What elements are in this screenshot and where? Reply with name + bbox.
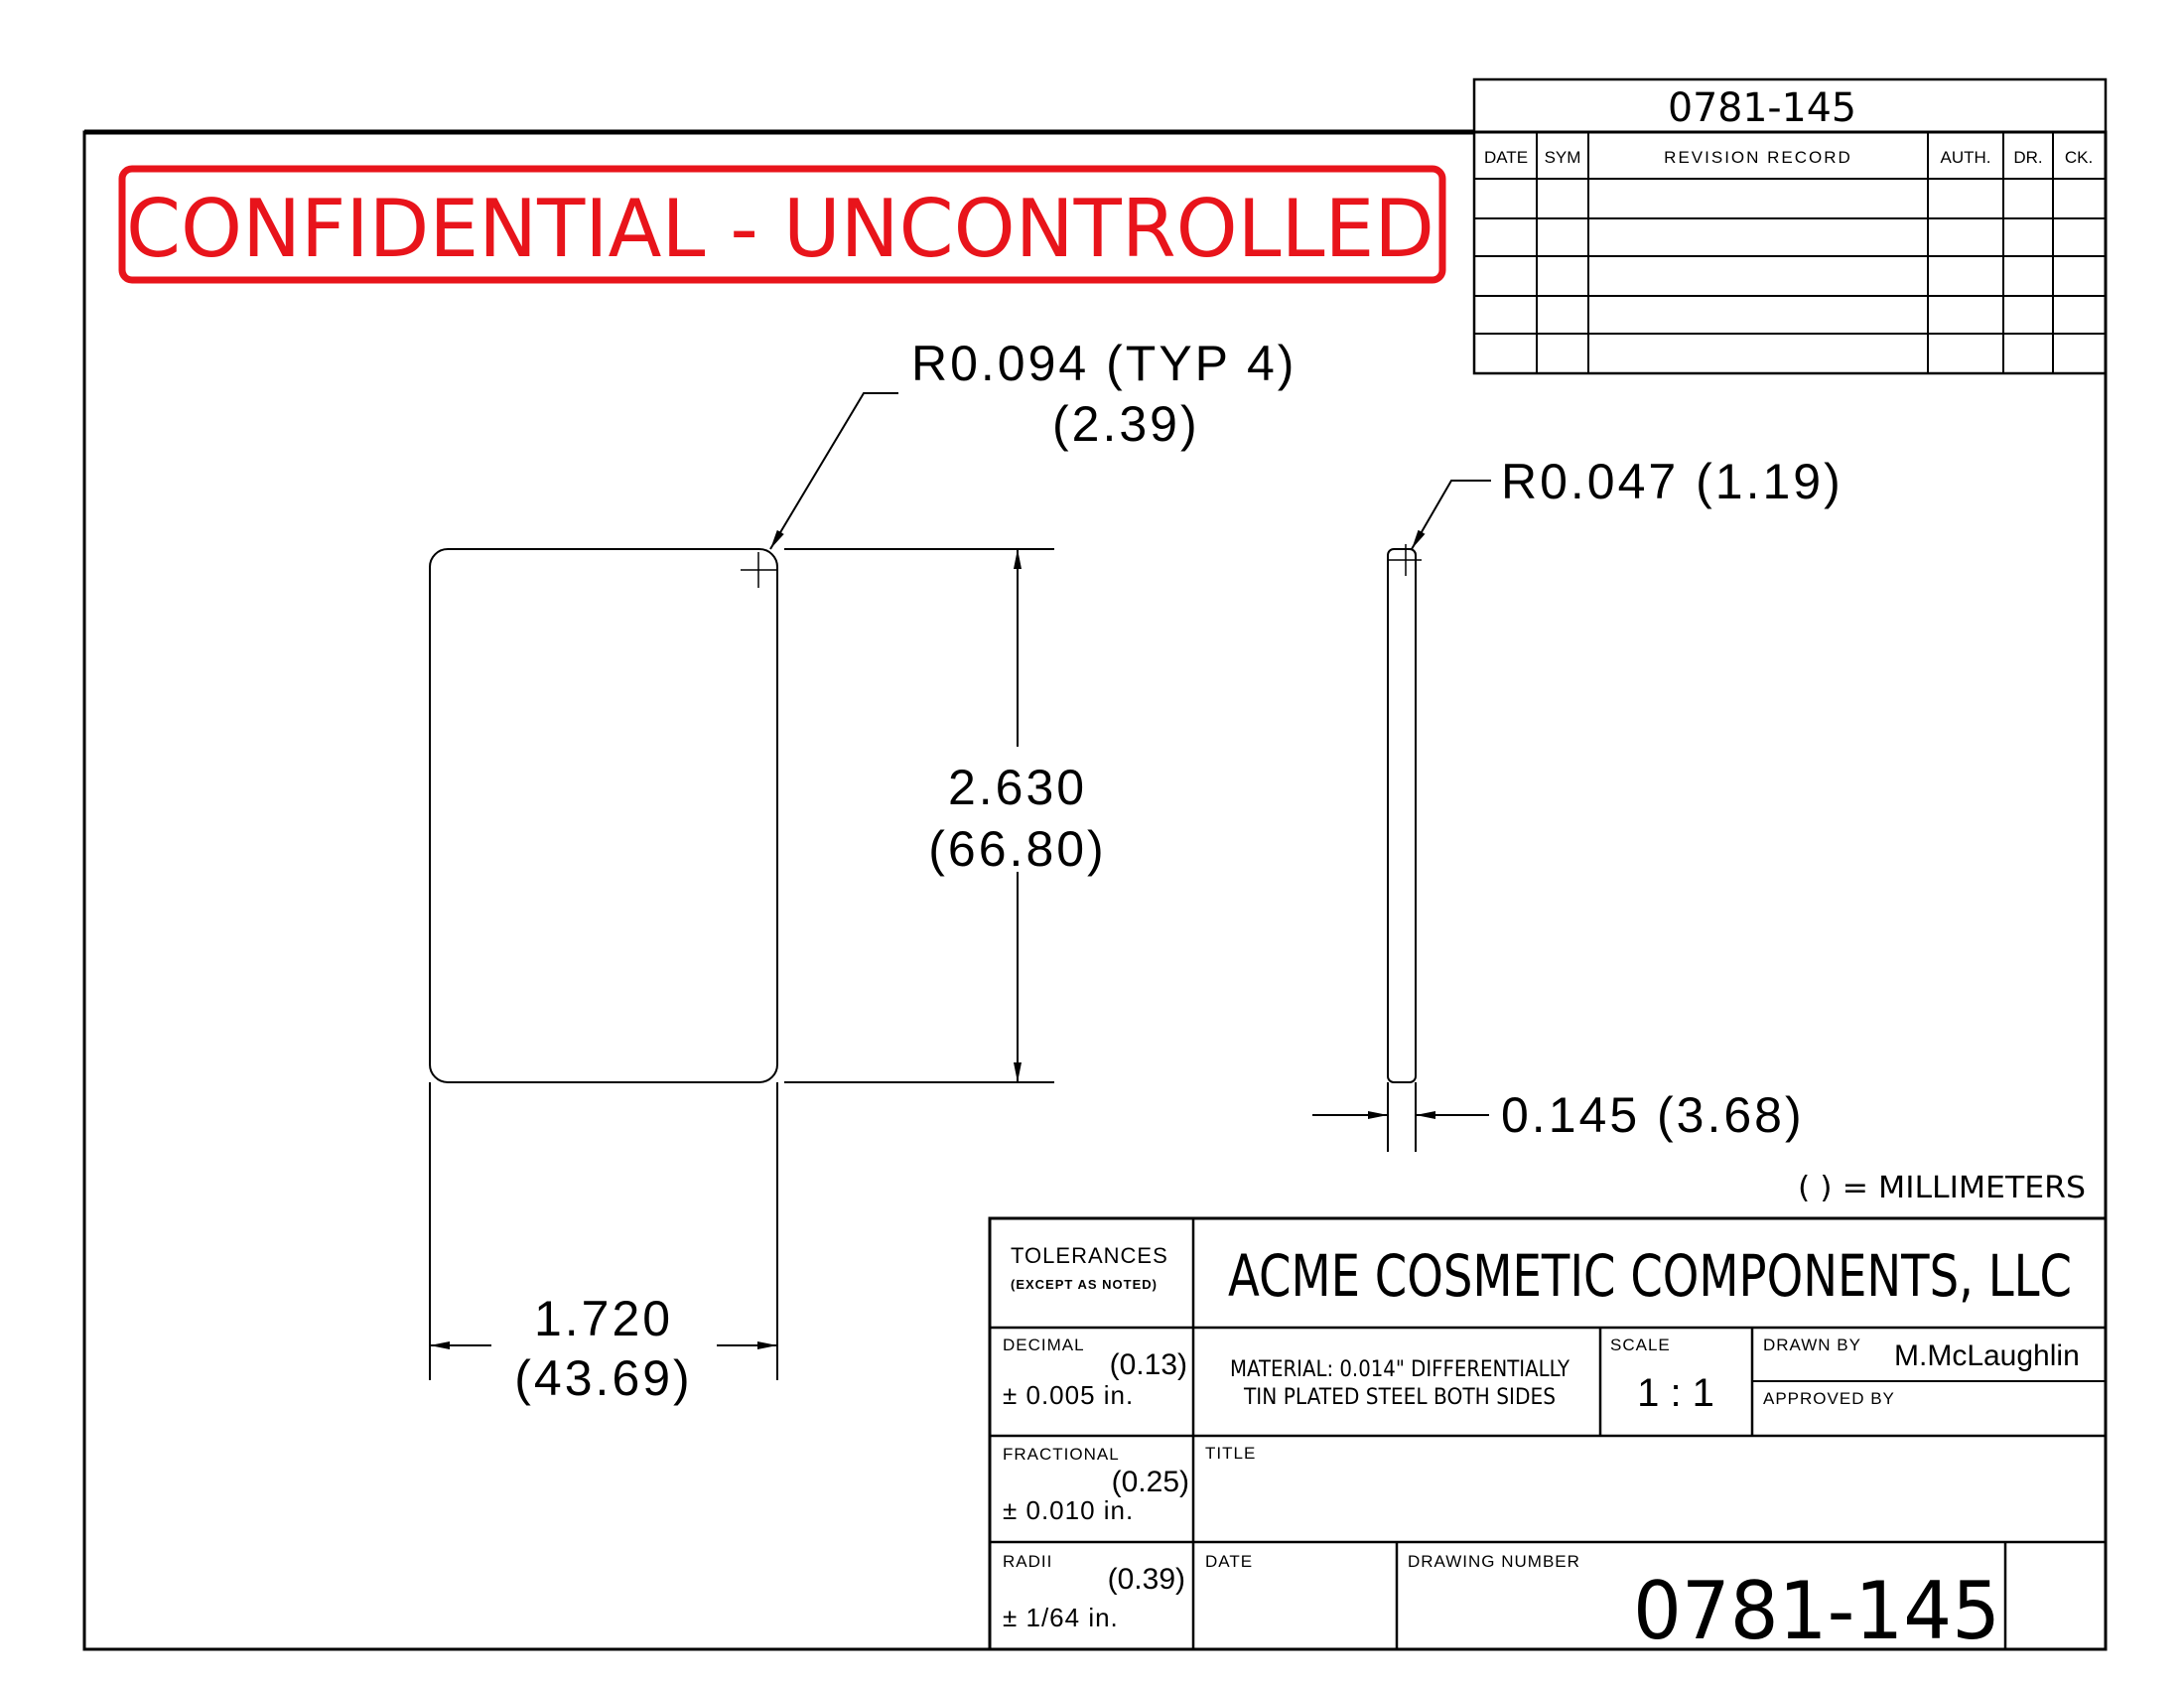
confidential-text: CONFIDENTIAL - UNCONTROLLED xyxy=(126,183,1434,275)
confidential-banner: CONFIDENTIAL - UNCONTROLLED xyxy=(118,165,1446,284)
tolerances-sub: (EXCEPT AS NOTED) xyxy=(1011,1277,1158,1292)
decimal-label: DECIMAL xyxy=(1003,1336,1085,1354)
side-view: R0.047 (1.19) 0.145 (3.68) xyxy=(1312,454,1843,1152)
side-radius-leader xyxy=(1411,480,1491,550)
fractional-label: FRACTIONAL xyxy=(1003,1445,1120,1464)
decimal-mm: (0.13) xyxy=(1110,1348,1187,1381)
material-line-1: MATERIAL: 0.014" DIFFERENTIALLY xyxy=(1230,1357,1570,1382)
rev-col-date: DATE xyxy=(1484,148,1528,167)
units-note: ( ) = MILLIMETERS xyxy=(1798,1171,2086,1205)
width-dimension-mm: (43.69) xyxy=(514,1350,692,1406)
radii-tolerance: ± 1/64 in. xyxy=(1003,1603,1119,1632)
side-radius-note: R0.047 (1.19) xyxy=(1501,454,1843,509)
date-label: DATE xyxy=(1205,1552,1253,1571)
rev-col-record: REVISION RECORD xyxy=(1664,148,1852,167)
approved-by-label: APPROVED BY xyxy=(1763,1389,1895,1408)
drawing-number: 0781-145 xyxy=(1633,1565,2000,1657)
decimal-tolerance: ± 0.005 in. xyxy=(1003,1380,1134,1410)
title-block: TOLERANCES (EXCEPT AS NOTED) ACME COSMET… xyxy=(988,1216,2108,1657)
front-view-outline xyxy=(429,548,778,1083)
revision-block: 0781-145 DATE SYM REVISION RECORD AUTH. … xyxy=(1472,77,2108,375)
material-line-2: TIN PLATED STEEL BOTH SIDES xyxy=(1243,1385,1556,1410)
rev-col-auth: AUTH. xyxy=(1941,148,1991,167)
drawing-number-label: DRAWING NUMBER xyxy=(1408,1552,1580,1571)
drawn-by-label: DRAWN BY xyxy=(1763,1336,1861,1354)
company-name: ACME COSMETIC COMPONENTS, LLC xyxy=(1228,1242,2072,1310)
height-dimension-mm: (66.80) xyxy=(928,821,1106,877)
fractional-mm: (0.25) xyxy=(1112,1466,1189,1498)
drawn-by-value: M.McLaughlin xyxy=(1894,1339,2080,1372)
title-label: TITLE xyxy=(1205,1444,1256,1463)
height-dimension-in: 2.630 xyxy=(948,760,1087,815)
front-radius-note-mm: (2.39) xyxy=(1052,396,1200,452)
rev-col-ck: CK. xyxy=(2065,148,2093,167)
tolerances-label: TOLERANCES xyxy=(1011,1243,1168,1268)
radii-mm: (0.39) xyxy=(1108,1563,1185,1596)
front-radius-note: R0.094 (TYP 4) xyxy=(911,336,1297,391)
side-view-outline xyxy=(1387,548,1417,1083)
scale-value: 1 : 1 xyxy=(1637,1371,1714,1415)
rev-col-sym: SYM xyxy=(1545,148,1581,167)
width-dimension-in: 1.720 xyxy=(534,1291,673,1346)
scale-label: SCALE xyxy=(1610,1336,1671,1354)
revision-drawing-number: 0781-145 xyxy=(1668,85,1856,131)
front-radius-leader xyxy=(769,392,898,550)
fractional-tolerance: ± 0.010 in. xyxy=(1003,1495,1134,1525)
front-view: R0.094 (TYP 4) (2.39) 2.630 (66.80) 1.72… xyxy=(429,336,1297,1406)
radii-label: RADII xyxy=(1003,1552,1052,1571)
thickness-dimension: 0.145 (3.68) xyxy=(1501,1087,1805,1143)
rev-col-dr: DR. xyxy=(2013,148,2042,167)
